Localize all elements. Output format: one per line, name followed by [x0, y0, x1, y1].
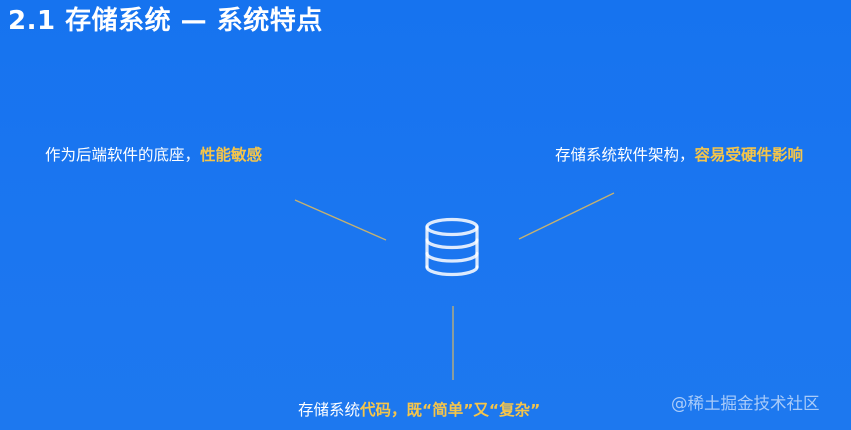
- point-right-text: 存储系统软件架构，: [555, 146, 695, 164]
- point-bottom-highlight: 代码，既“简单”又“复杂”: [360, 401, 541, 419]
- point-performance-sensitive: 作为后端软件的底座，性能敏感: [45, 145, 262, 165]
- point-hardware-dependent: 存储系统软件架构，容易受硬件影响: [555, 145, 803, 165]
- point-right-highlight: 容易受硬件影响: [694, 146, 804, 164]
- point-left-text: 作为后端软件的底座，: [45, 146, 201, 164]
- point-left-highlight: 性能敏感: [200, 146, 263, 164]
- slide-title: 2.1 存储系统 — 系统特点: [8, 6, 323, 36]
- connector-line-left: [294, 199, 387, 241]
- connector-line-right: [518, 192, 615, 240]
- point-bottom-text: 存储系统: [298, 401, 361, 419]
- watermark: @稀土掘金技术社区: [671, 394, 820, 413]
- database-icon: [425, 217, 479, 277]
- point-code-simple-complex: 存储系统代码，既“简单”又“复杂”: [298, 400, 540, 420]
